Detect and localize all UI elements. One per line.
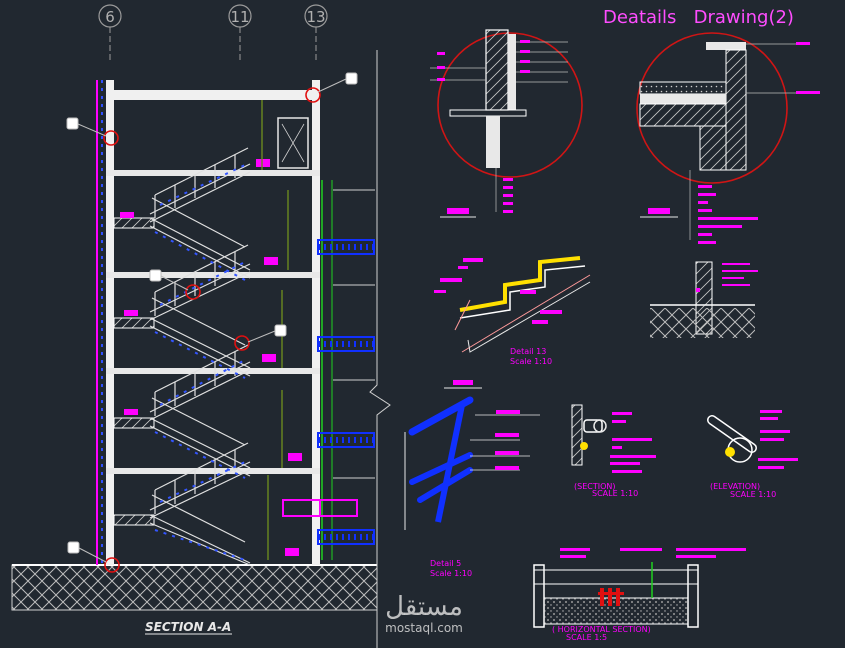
grid-axis-6: 6 — [98, 4, 122, 62]
detail-label: Detail 13 — [510, 347, 546, 356]
detail-scale: SCALE 1:10 — [730, 490, 776, 499]
sheet-title: Deatails Drawing(2) — [603, 7, 794, 28]
detail-scale: Scale 1:10 — [430, 569, 472, 578]
section-caption: SECTION A-A — [145, 620, 231, 634]
detail-scale: Scale 1:10 — [510, 357, 552, 366]
detail-label: (SECTION) — [574, 482, 616, 491]
level-tags — [120, 159, 302, 556]
detail-5: Detail 5 Scale 1:10 — [404, 396, 540, 578]
detail-scale: SCALE 1:5 — [566, 633, 607, 642]
watermark: مستقل mostaql.com — [385, 592, 463, 635]
detail-scale: SCALE 1:10 — [592, 489, 638, 498]
handrail-elevation-detail: (ELEVATION) SCALE 1:10 — [707, 410, 798, 499]
ground-hatch — [11, 564, 378, 611]
grid-axis-label: 11 — [230, 8, 249, 26]
grid-axis-13: 13 — [304, 4, 328, 62]
wall-junction-detail — [650, 261, 758, 338]
left-wall — [106, 80, 114, 565]
handrail-section-detail: (SECTION) SCALE 1:10 — [571, 404, 656, 498]
detail-label: (ELEVATION) — [710, 482, 760, 491]
detail-circle-roof — [636, 32, 820, 244]
right-wall — [312, 80, 320, 565]
horizontal-section-detail: ( HORIZONTAL SECTION) SCALE 1:5 — [533, 548, 746, 642]
grid-axis-11: 11 — [228, 4, 252, 62]
detail-label: ( HORIZONTAL SECTION) — [552, 625, 651, 634]
detail-callouts — [103, 87, 321, 573]
grid-axis-label: 6 — [105, 8, 115, 26]
facade-railings — [282, 180, 375, 560]
section-a-a: SECTION A-A — [11, 50, 391, 648]
detail-circle-wall — [430, 29, 583, 218]
detail-13: Detail 13 Scale 1:10 — [434, 256, 591, 389]
watermark-latin: mostaql.com — [385, 621, 463, 635]
roof-slab — [106, 90, 320, 100]
break-line — [369, 50, 391, 648]
grid-axis-label: 13 — [306, 8, 325, 26]
roof-door — [277, 117, 309, 169]
detail-label: Detail 5 — [430, 559, 461, 568]
stair-flights — [149, 147, 251, 566]
callout-tags — [66, 72, 358, 563]
watermark-arabic: مستقل — [385, 592, 463, 622]
